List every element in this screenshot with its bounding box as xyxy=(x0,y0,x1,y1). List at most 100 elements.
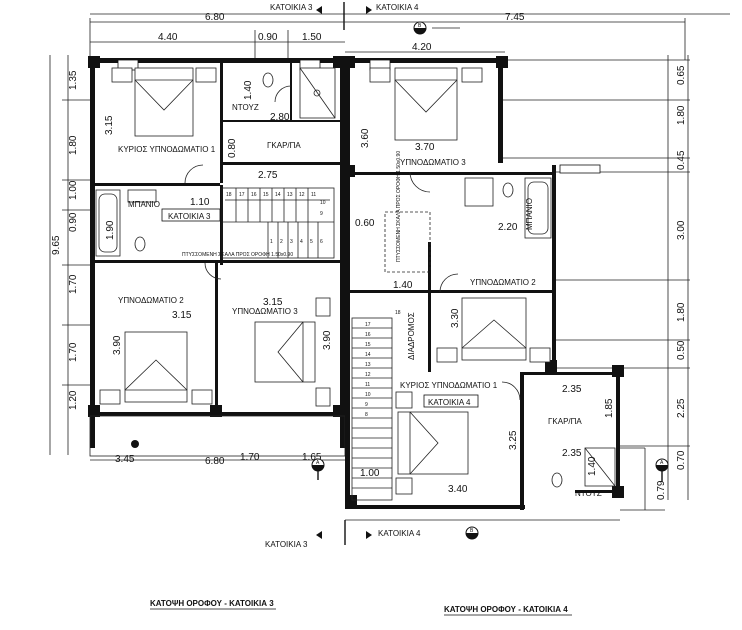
bathtub-icon xyxy=(95,189,157,257)
svg-text:B: B xyxy=(418,23,422,29)
svg-text:B: B xyxy=(470,528,474,534)
dim-390b: 3.90 xyxy=(322,330,333,350)
toilet-icon xyxy=(551,447,616,488)
bed-icon xyxy=(99,331,213,405)
svg-text:1: 1 xyxy=(270,239,273,245)
dim-060: 0.60 xyxy=(355,218,375,229)
room-label-wc-u4: ΝΤΟΥΖ xyxy=(575,489,602,498)
svg-text:16: 16 xyxy=(365,332,371,338)
dim-345: 3.45 xyxy=(115,454,135,465)
dim-965: 9.65 xyxy=(51,235,62,255)
svg-text:15: 15 xyxy=(365,342,371,348)
section-label-top-right: ΚΑΤΟΙΚΙΑ 4 xyxy=(376,3,419,12)
dim-360: 3.60 xyxy=(360,128,371,148)
unit-label-4: ΚΑΤΟΙΚΙΑ 4 xyxy=(428,398,471,407)
room-label-bath-u3: ΜΠΑΝΙΟ xyxy=(128,200,160,209)
left-dimensions: 9.65 1.35 1.80 1.00 0.90 1.70 1.70 1.20 xyxy=(49,55,90,455)
dim-140-u4: 1.40 xyxy=(393,280,413,291)
dim-r-045: 0.45 xyxy=(676,150,687,170)
unit-label-3: ΚΑΤΟΙΚΙΑ 3 xyxy=(168,212,211,221)
dim-r-180a: 1.80 xyxy=(676,105,687,125)
section-mark-b-bottom: B xyxy=(465,526,479,540)
dim-370: 3.70 xyxy=(415,142,435,153)
dim-315a: 3.15 xyxy=(104,115,115,135)
svg-text:13: 13 xyxy=(365,362,371,368)
svg-text:2: 2 xyxy=(280,239,283,245)
room-label-bed2-u3: ΥΠΝΟΔΩΜΑΤΙΟ 2 xyxy=(118,296,184,305)
section-mark-a-left: A xyxy=(311,458,325,480)
dim-220: 2.20 xyxy=(498,222,518,233)
unit-3-plan: 18 17 16 15 14 13 12 11 10 9 1 2 3 4 5 6 xyxy=(88,56,346,467)
dim-280: 2.80 xyxy=(270,112,290,123)
svg-text:10: 10 xyxy=(320,200,326,206)
dim-top-total-right: 7.45 xyxy=(505,12,525,23)
svg-text:14: 14 xyxy=(365,352,371,358)
stair-note-u3: ΠΤΥΣΣΟΜΕΝΗ ΣΚΑΛΑ ΠΡΟΣ ΟΡΟΦΗ 1.50x0.90 xyxy=(182,252,293,258)
dim-r-050: 0.50 xyxy=(676,340,687,360)
dim-325: 3.25 xyxy=(508,430,519,450)
dim-135: 1.35 xyxy=(68,70,79,90)
top-dimensions: 6.80 7.45 4.40 0.90 1.50 4.20 xyxy=(89,12,686,60)
dim-185: 1.85 xyxy=(604,398,615,418)
dim-110: 1.10 xyxy=(190,197,210,208)
section-line-bottom: ΚΑΤΟΙΚΙΑ 3 ΚΑΤΟΙΚΙΑ 4 xyxy=(265,520,421,549)
dim-100: 1.00 xyxy=(68,180,79,200)
svg-text:18: 18 xyxy=(395,310,401,316)
dim-090-left: 0.90 xyxy=(68,212,79,232)
svg-text:A: A xyxy=(316,460,320,466)
svg-text:9: 9 xyxy=(365,402,368,408)
dim-140b: 1.40 xyxy=(587,456,598,476)
stair-note-u4: ΠΤΥΣΣΟΜΕΝΗ ΣΚΑΛΑ ΠΡΟΣ ΟΡΟΦΗ 1.50x0.90 xyxy=(396,151,402,262)
dim-330: 3.30 xyxy=(450,308,461,328)
staircase-unit-3: 18 17 16 15 14 13 12 11 10 9 1 2 3 4 5 6 xyxy=(221,187,335,259)
svg-text:15: 15 xyxy=(263,192,269,198)
svg-text:4: 4 xyxy=(300,239,303,245)
room-label-corridor-u4: ΔΙΑΔΡΟΜΟΣ xyxy=(407,312,416,360)
dim-top-total-left: 6.80 xyxy=(205,12,225,23)
bed-icon xyxy=(436,297,551,363)
section-mark-b-top: B xyxy=(413,21,460,35)
svg-text:17: 17 xyxy=(365,322,371,328)
dim-080: 0.80 xyxy=(227,138,238,158)
staircase-unit-4: 18 17 16 15 14 13 12 11 10 9 8 xyxy=(351,310,401,501)
room-label-bed2-u4: ΥΠΝΟΔΩΜΑΤΙΟ 2 xyxy=(470,278,536,287)
svg-text:11: 11 xyxy=(365,382,370,388)
room-label-bath-u4: ΜΠΑΝΙΟ xyxy=(525,198,534,230)
dim-170-bottom: 1.70 xyxy=(240,452,260,463)
dim-340: 3.40 xyxy=(448,484,468,495)
dim-r-225: 2.25 xyxy=(676,398,687,418)
svg-text:14: 14 xyxy=(275,192,281,198)
svg-text:13: 13 xyxy=(287,192,293,198)
dim-r-300: 3.00 xyxy=(676,220,687,240)
svg-text:17: 17 xyxy=(239,192,245,198)
svg-text:10: 10 xyxy=(365,392,371,398)
room-label-bed3-u3: ΥΠΝΟΔΩΜΑΤΙΟ 3 xyxy=(232,307,298,316)
bed-icon xyxy=(395,391,469,495)
svg-text:9: 9 xyxy=(320,211,323,217)
svg-text:3: 3 xyxy=(290,239,293,245)
section-line-top: ΚΑΤΟΙΚΙΑ 3 ΚΑΤΟΙΚΙΑ 4 xyxy=(90,2,730,30)
dim-440: 4.40 xyxy=(158,32,178,43)
dim-180: 1.80 xyxy=(68,135,79,155)
dim-150: 1.50 xyxy=(302,32,322,43)
dim-140: 1.40 xyxy=(243,80,254,100)
svg-text:16: 16 xyxy=(251,192,257,198)
svg-text:12: 12 xyxy=(299,192,305,198)
bathtub-icon xyxy=(464,177,552,239)
bed-icon xyxy=(111,67,217,137)
bed-icon xyxy=(369,67,483,141)
toilet-icon xyxy=(262,67,336,119)
dim-090: 0.90 xyxy=(258,32,278,43)
room-label-master-u4: ΚΥΡΙΟΣ ΥΠΝΟΔΩΜΑΤΙΟ 1 xyxy=(400,381,498,390)
svg-text:18: 18 xyxy=(226,192,232,198)
dim-390a: 3.90 xyxy=(112,335,123,355)
section-label-top-left: ΚΑΤΟΙΚΙΑ 3 xyxy=(270,3,313,12)
drawing-title-left: ΚΑΤΟΨΗ ΟΡΟΦΟΥ - ΚΑΤΟΙΚΙΑ 3 xyxy=(150,599,274,608)
dim-165: 1.65 xyxy=(302,452,322,463)
svg-text:11: 11 xyxy=(311,192,316,198)
dim-315c: 3.15 xyxy=(172,310,192,321)
dim-235a: 2.35 xyxy=(562,384,582,395)
drawing-title-right: ΚΑΤΟΨΗ ΟΡΟΦΟΥ - ΚΑΤΟΙΚΙΑ 4 xyxy=(444,605,568,614)
svg-text:A: A xyxy=(660,460,664,466)
dim-170b: 1.70 xyxy=(68,342,79,362)
